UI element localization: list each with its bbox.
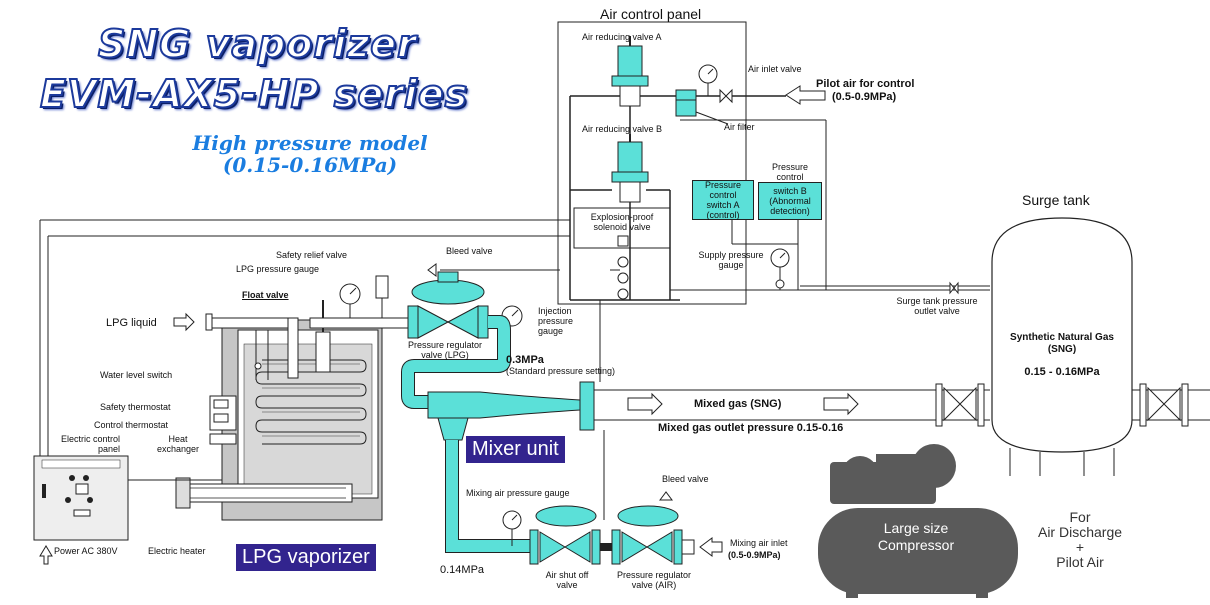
solenoid-valve-icon	[617, 235, 629, 300]
pressure-regulator-air-label: Pressure regulator valve (AIR)	[616, 570, 692, 590]
float-valve-label: Float valve	[242, 290, 289, 300]
pressure-regulator-air-icon	[611, 505, 695, 565]
electric-control-panel-box	[33, 455, 129, 541]
bleed-valve-icon	[427, 263, 437, 277]
lpg-liquid-arrow-icon	[173, 312, 195, 332]
air-filter-label: Air filter	[724, 122, 755, 132]
electric-heater-label: Electric heater	[148, 546, 206, 556]
float-icon	[315, 300, 331, 373]
mixing-air-inlet-label: Mixing air inlet	[730, 538, 788, 548]
surge-tank-pressure: 0.15 - 0.16MPa	[1024, 366, 1100, 378]
power-arrow-icon	[39, 545, 53, 565]
supply-pressure-gauge-icon	[770, 248, 790, 290]
air-control-panel-frame	[557, 21, 747, 305]
mixing-air-arrow-icon	[699, 537, 723, 557]
air-shutoff-valve-label: Air shut off valve	[545, 570, 589, 590]
pressure-switch-b-title: Pressure control	[771, 162, 808, 182]
bleed-valve-bottom-label: Bleed valve	[662, 474, 709, 484]
bleed-valve-top-label: Bleed valve	[446, 246, 493, 256]
mixing-air-gauge-label: Mixing air pressure gauge	[466, 488, 570, 498]
pilot-air-label: Pilot air for control	[816, 78, 915, 90]
mixed-gas-arrow-icon	[627, 392, 859, 416]
power-label: Power AC 380V	[54, 546, 118, 556]
electric-control-panel-label: Electric control panel	[60, 434, 120, 454]
electric-heater-icon	[175, 477, 353, 509]
pressure-switch-b: switch B (Abnormal detection)	[758, 182, 822, 220]
air-reducing-valve-b-icon	[611, 134, 649, 203]
air-reducing-valve-a-icon	[611, 36, 649, 107]
title-line1: SNG vaporizer	[97, 21, 417, 67]
lpg-liquid-label: LPG liquid	[106, 317, 157, 329]
pilot-air-pressure: (0.5-0.9MPa)	[832, 91, 897, 103]
setting-note: (Standard pressure setting)	[506, 366, 616, 376]
pressure-gauge-icon	[698, 64, 718, 96]
surge-tank-title: Surge tank	[1022, 192, 1090, 208]
subtitle-line1: High pressure model	[192, 131, 428, 155]
pressure-regulator-lpg-icon	[407, 271, 489, 339]
supply-pressure-gauge-label: Supply pressure gauge	[698, 250, 764, 270]
water-level-switch-icon	[254, 330, 269, 380]
lpg-pressure-gauge-label: LPG pressure gauge	[236, 264, 320, 274]
air-filter-icon	[675, 89, 697, 117]
heat-exchanger-label: Heat exchanger	[156, 434, 200, 454]
surge-tank-content: Synthetic Natural Gas (SNG)	[1010, 332, 1114, 355]
surge-tank-outlet-valve-label: Surge tank pressure outlet valve	[896, 296, 978, 316]
air-inlet-valve-icon	[719, 88, 733, 104]
compressor-purpose: For Air Discharge + Pilot Air	[1037, 509, 1123, 570]
safety-relief-valve-label: Safety relief valve	[276, 250, 348, 260]
mixed-gas-outlet-pressure: Mixed gas outlet pressure 0.15-0.16	[658, 422, 844, 434]
pressure-regulator-lpg-label: Pressure regulator valve (LPG)	[407, 340, 483, 360]
safety-thermostat-label: Safety thermostat	[100, 402, 171, 412]
air-shutoff-valve-icon	[529, 505, 601, 565]
mixer-unit-badge: Mixer unit	[466, 436, 565, 463]
mixed-gas-label: Mixed gas (SNG)	[694, 398, 782, 410]
water-level-switch-label: Water level switch	[100, 370, 173, 380]
reducing-valve-b-label: Air reducing valve B	[582, 124, 663, 134]
mixing-air-pressure-label: (0.5-0.9MPa)	[728, 550, 781, 560]
compressor-silhouette	[818, 444, 1018, 598]
pilot-air-arrow-icon	[785, 85, 826, 105]
mixer-unit-icon	[427, 381, 595, 441]
thermostat-box	[209, 395, 237, 445]
surge-tank-outlet-valve-icon	[949, 281, 959, 295]
subtitle: High pressure model (0.15-0.16MPa)	[152, 132, 468, 176]
subtitle-line2: (0.15-0.16MPa)	[222, 153, 398, 177]
mixing-air-pressure-gauge-icon	[502, 510, 522, 546]
injection-gauge-label: Injection pressure gauge	[538, 306, 574, 336]
air-control-panel-title: Air control panel	[600, 6, 702, 22]
compressor-label: Large size Compressor	[877, 520, 955, 553]
low-pressure-label: 0.14MPa	[440, 564, 485, 576]
setting-value: 0.3MPa	[506, 354, 544, 366]
title-line2: EVM-AX5-HP series	[39, 71, 469, 117]
tank-inlet-valve-icon	[935, 383, 985, 427]
safety-relief-valve-icon	[375, 275, 389, 318]
control-thermostat-label: Control thermostat	[94, 420, 169, 430]
bleed-valve-bottom-icon	[659, 491, 673, 501]
tank-outlet-valve-icon	[1130, 383, 1210, 427]
pressure-switch-a: Pressure control switch A (control)	[692, 180, 754, 220]
lpg-vaporizer-badge: LPG vaporizer	[236, 544, 376, 571]
surge-tank-icon	[991, 217, 1133, 476]
reducing-valve-a-label: Air reducing valve A	[582, 32, 662, 42]
air-inlet-valve-label: Air inlet valve	[748, 64, 802, 74]
lpg-liquid-pipe	[205, 313, 299, 379]
solenoid-label: Explosion-proof solenoid valve	[590, 212, 654, 232]
heat-exchanger-coil	[255, 359, 367, 445]
lpg-pressure-gauge-icon	[339, 283, 361, 318]
